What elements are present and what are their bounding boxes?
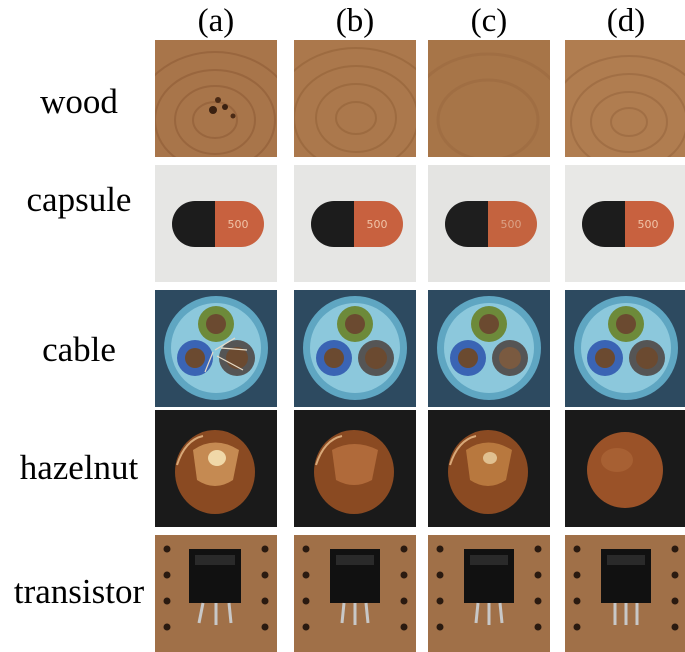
cable-image-d <box>565 290 685 407</box>
capsule-print-b: 500 <box>367 218 388 231</box>
row-label-hazelnut: hazelnut <box>19 448 139 487</box>
cable-image-b <box>294 290 416 407</box>
row-label-capsule: capsule <box>26 180 132 219</box>
row-label-wood: wood <box>40 82 118 121</box>
hazelnut-image-a <box>155 410 277 527</box>
wood-image-c <box>428 40 550 157</box>
capsule-print-a: 500 <box>228 218 249 231</box>
transistor-image-a <box>155 535 277 652</box>
wood-image-a <box>155 40 277 157</box>
cable-image-c <box>428 290 550 407</box>
hazelnut-image-c <box>428 410 550 527</box>
transistor-image-c <box>428 535 550 652</box>
column-header-b: (b) <box>335 3 375 39</box>
capsule-image-a: 500 <box>155 165 277 282</box>
capsule-image-b: 500 <box>294 165 416 282</box>
capsule-image-d: 500 <box>565 165 685 282</box>
capsule-print-c: 500 <box>501 218 522 231</box>
column-header-c: (c) <box>470 3 508 39</box>
column-header-a: (a) <box>197 3 235 39</box>
transistor-image-b <box>294 535 416 652</box>
cable-image-a <box>155 290 277 407</box>
row-label-transistor: transistor <box>13 572 145 611</box>
row-label-cable: cable <box>42 330 116 369</box>
transistor-image-d <box>565 535 685 652</box>
wood-image-b <box>294 40 416 157</box>
wood-image-d <box>565 40 685 157</box>
column-header-d: (d) <box>606 3 646 39</box>
capsule-image-c: 500 <box>428 165 550 282</box>
hazelnut-image-d <box>565 410 685 527</box>
hazelnut-image-b <box>294 410 416 527</box>
capsule-print-d: 500 <box>638 218 659 231</box>
